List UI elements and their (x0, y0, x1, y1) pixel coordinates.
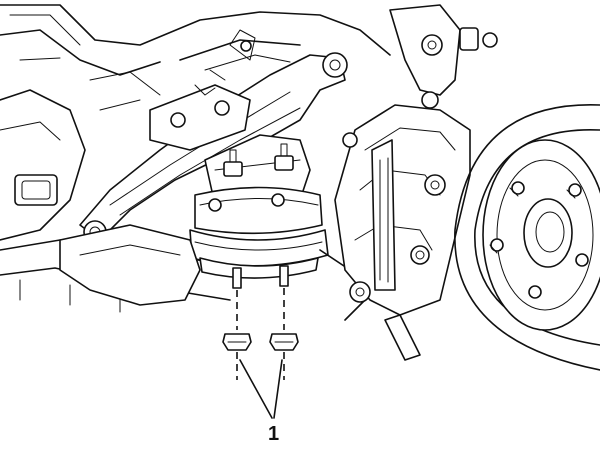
callout-label-1: 1 (268, 423, 280, 445)
brake-caliper (334, 104, 471, 361)
callout-leader-lines (239, 359, 283, 419)
brake-rotor (454, 104, 600, 371)
vehicle-frame (0, 4, 391, 313)
strut-mount (189, 134, 329, 289)
bracket-hardware (149, 29, 256, 151)
steering-knuckle (389, 4, 498, 109)
mount-fasteners (222, 288, 299, 380)
